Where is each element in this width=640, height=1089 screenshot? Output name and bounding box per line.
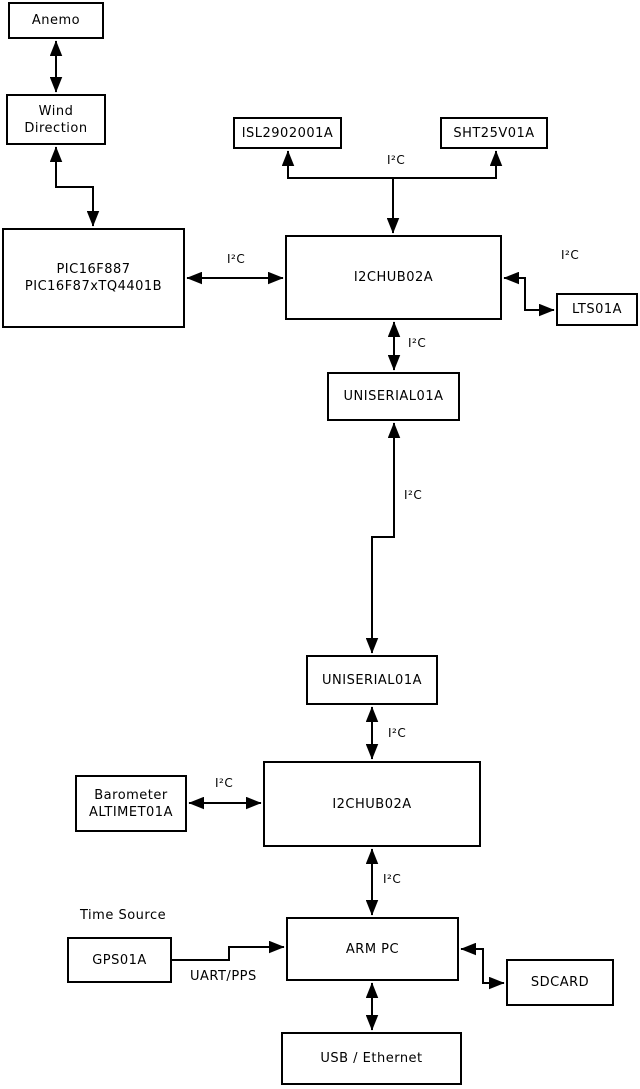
uniserial1-label: UNISERIAL01A <box>343 389 444 404</box>
barometer-label: Barometer ALTIMET01A <box>89 787 173 820</box>
sdcard-block: SDCARD <box>506 959 614 1006</box>
barometer-block: Barometer ALTIMET01A <box>75 775 187 832</box>
edge-arm-sdcard <box>460 942 505 990</box>
wind-direction-block: Wind Direction <box>6 94 106 145</box>
edge-hub1-lts <box>503 271 555 317</box>
isl2902001a-block: ISL2902001A <box>233 117 342 149</box>
pic-microcontroller-block: PIC16F887 PIC16F87xTQ4401B <box>2 228 185 328</box>
pic-microcontroller-label: PIC16F887 PIC16F87xTQ4401B <box>24 262 163 294</box>
sht25v01a-block: SHT25V01A <box>440 117 548 149</box>
i2c-label-hub1-lts: I²C <box>561 248 580 262</box>
edge-gps-arm <box>172 940 285 961</box>
edge-winddirection-pic <box>49 146 100 227</box>
usb-ethernet-label: USB / Ethernet <box>320 1051 423 1066</box>
i2c-label-uniserial2-hub2: I²C <box>388 726 407 740</box>
i2c-hub1-label: I2CHUB02A <box>353 270 434 285</box>
i2c-hub2-block: I2CHUB02A <box>263 761 481 847</box>
uniserial2-block: UNISERIAL01A <box>306 655 438 705</box>
i2c-label-uniserial1-uniserial2: I²C <box>404 488 423 502</box>
i2c-label-hub1-uniserial1: I²C <box>408 336 427 350</box>
edge-uniserial1-uniserial2 <box>365 422 401 654</box>
arm-pc-label: ARM PC <box>345 941 400 957</box>
gps01a-label: GPS01A <box>92 952 147 968</box>
i2c-hub1-block: I2CHUB02A <box>285 235 502 320</box>
anemo-block: Anemo <box>8 2 104 39</box>
i2c-label-barometer-hub2: I²C <box>215 776 234 790</box>
lts01a-label: LTS01A <box>571 302 623 317</box>
sdcard-label: SDCARD <box>530 975 590 990</box>
edge-hub1-isl <box>281 150 400 234</box>
i2c-label-hub1-sensors: I²C <box>387 153 406 167</box>
wind-direction-label: Wind Direction <box>24 103 88 136</box>
usb-ethernet-block: USB / Ethernet <box>281 1032 462 1085</box>
anemo-label: Anemo <box>31 13 81 28</box>
i2c-hub2-label: I2CHUB02A <box>332 796 412 812</box>
edge-hub1-sht <box>393 150 503 179</box>
gps01a-block: GPS01A <box>67 937 172 983</box>
i2c-label-hub2-arm: I²C <box>383 872 402 886</box>
i2c-label-pic-hub1: I²C <box>227 252 246 266</box>
isl2902001a-label: ISL2902001A <box>241 125 334 141</box>
lts01a-block: LTS01A <box>556 293 638 326</box>
arm-pc-block: ARM PC <box>286 917 459 981</box>
sht25v01a-label: SHT25V01A <box>453 125 535 141</box>
uart-pps-label: UART/PPS <box>190 969 257 984</box>
uniserial2-label: UNISERIAL01A <box>322 672 422 688</box>
uniserial1-block: UNISERIAL01A <box>327 372 460 421</box>
time-source-label: Time Source <box>80 908 167 923</box>
